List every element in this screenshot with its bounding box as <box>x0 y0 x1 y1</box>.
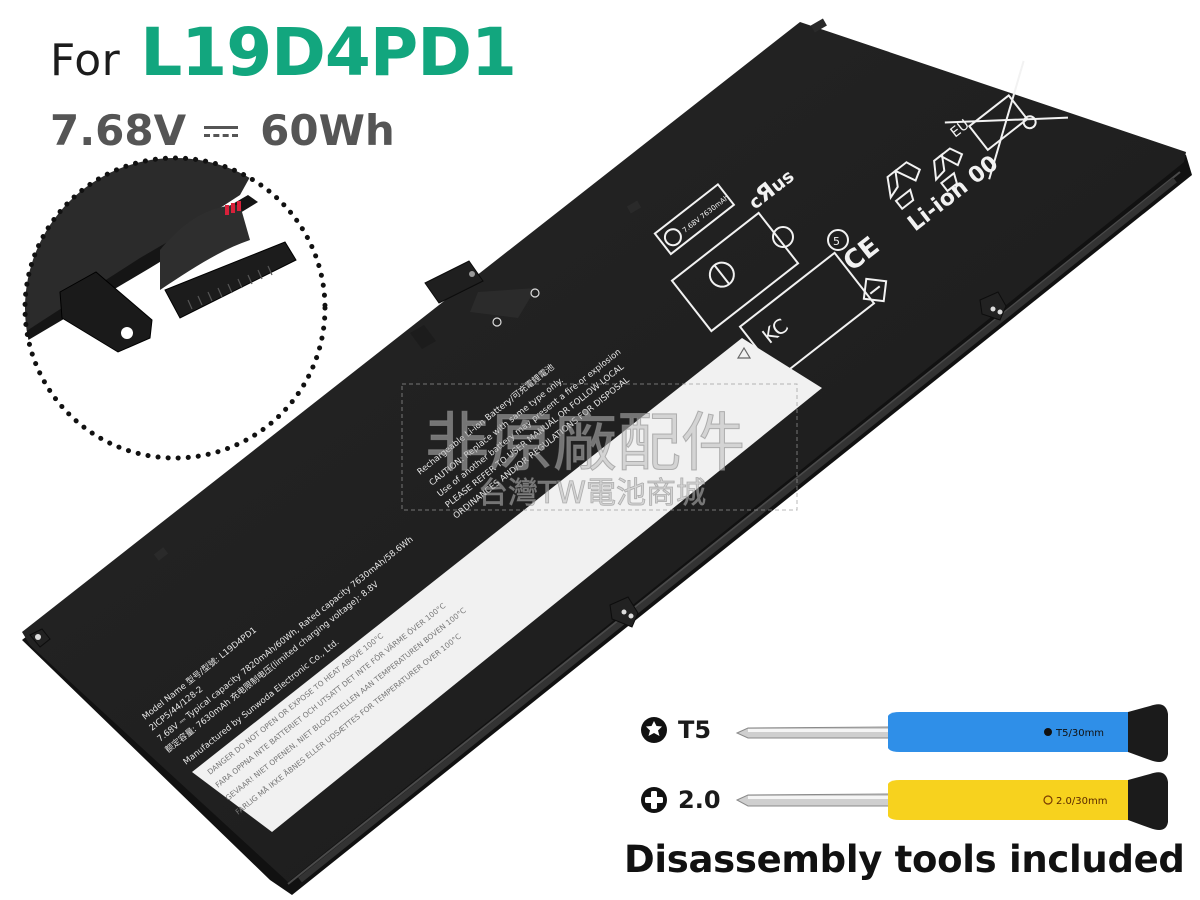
dc-icon <box>204 123 239 139</box>
mounting-tab <box>979 291 1007 321</box>
tool-label-phillips: 2.0 <box>640 786 721 814</box>
connector-closeup <box>22 155 328 461</box>
mounting-tab <box>609 596 639 628</box>
warning-triangle-icon <box>736 346 752 359</box>
battery-spec: 7.68V 60Wh <box>50 106 395 155</box>
svg-text:非原廠配件: 非原廠配件 <box>425 407 745 481</box>
battery-connector <box>424 260 540 327</box>
taiwan-recycle-icon <box>862 277 888 303</box>
phillips-icon <box>641 787 667 813</box>
mounting-tab <box>29 628 51 648</box>
recycle-icon <box>933 147 964 193</box>
svg-text:台灣TW電池商城: 台灣TW電池商城 <box>478 476 706 511</box>
screwdriver-t5: T5/30mm <box>735 704 1168 762</box>
warning-label <box>192 338 822 832</box>
product-headline: For L19D4PD1 <box>50 14 517 94</box>
torx-icon <box>641 717 667 743</box>
voltage: 7.68V <box>50 106 187 155</box>
screwdriver-phillips: 2.0/30mm <box>735 772 1168 830</box>
recycle-5-icon <box>827 229 849 251</box>
svg-text:T5/30mm: T5/30mm <box>1055 728 1104 739</box>
model-number: L19D4PD1 <box>140 14 517 91</box>
svg-text:5: 5 <box>833 235 840 248</box>
tool-label-t5: T5 <box>640 716 711 744</box>
watermark: 非原廠配件 台灣TW電池商城 <box>401 383 798 511</box>
battery-body: EU Li-ion 00 cЯus 7.68V 7630mAh <box>22 18 1192 895</box>
recycle-icon <box>886 161 922 211</box>
pse-round-icon <box>772 226 794 248</box>
headline-prefix: For <box>50 35 121 86</box>
china-battery-box <box>670 211 800 333</box>
svg-text:2.0/30mm: 2.0/30mm <box>1056 796 1107 807</box>
energy: 60Wh <box>260 106 395 155</box>
weee-bin-icon <box>944 60 1069 180</box>
